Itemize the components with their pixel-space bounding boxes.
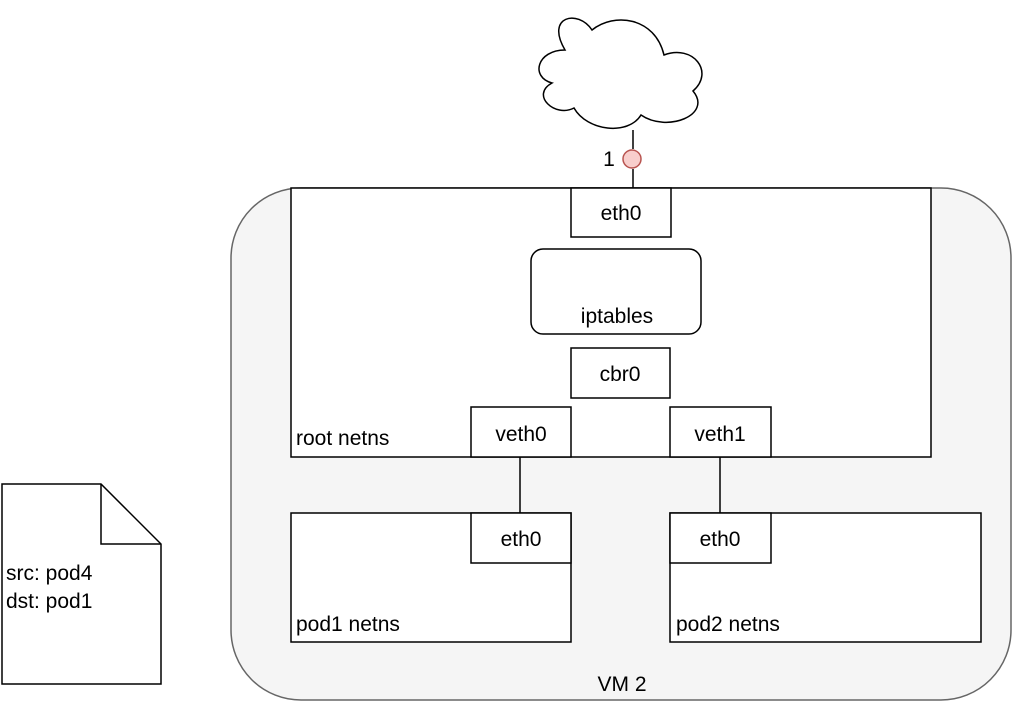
veth1-label: veth1 [694, 423, 745, 446]
root-eth0-label: eth0 [601, 202, 642, 225]
veth1-box [669, 406, 772, 458]
pod1-eth0-label: eth0 [501, 528, 542, 551]
veth0-box [470, 406, 572, 458]
pod1-netns-label: pod1 netns [296, 613, 400, 636]
cbr0-box [570, 347, 671, 399]
cloud-icon [538, 17, 703, 129]
packet-document [1, 483, 162, 685]
packet-src: src: pod4 [6, 562, 93, 585]
pod2-eth0-box [669, 512, 772, 564]
pod2-netns-label: pod2 netns [676, 613, 780, 636]
iptables-label: iptables [581, 305, 653, 328]
pod1-eth0-box [470, 512, 572, 564]
veth0-label: veth0 [495, 423, 546, 446]
step-marker-number: 1 [603, 148, 615, 171]
step-marker [622, 149, 642, 169]
vm-label: VM 2 [597, 673, 646, 696]
packet-fold [100, 484, 161, 545]
root-netns-label: root netns [296, 427, 389, 450]
cbr0-label: cbr0 [600, 363, 641, 386]
pod2-eth0-label: eth0 [700, 528, 741, 551]
root-eth0-box [570, 187, 672, 238]
iptables-box [530, 248, 702, 335]
packet-dst: dst: pod1 [6, 590, 92, 613]
